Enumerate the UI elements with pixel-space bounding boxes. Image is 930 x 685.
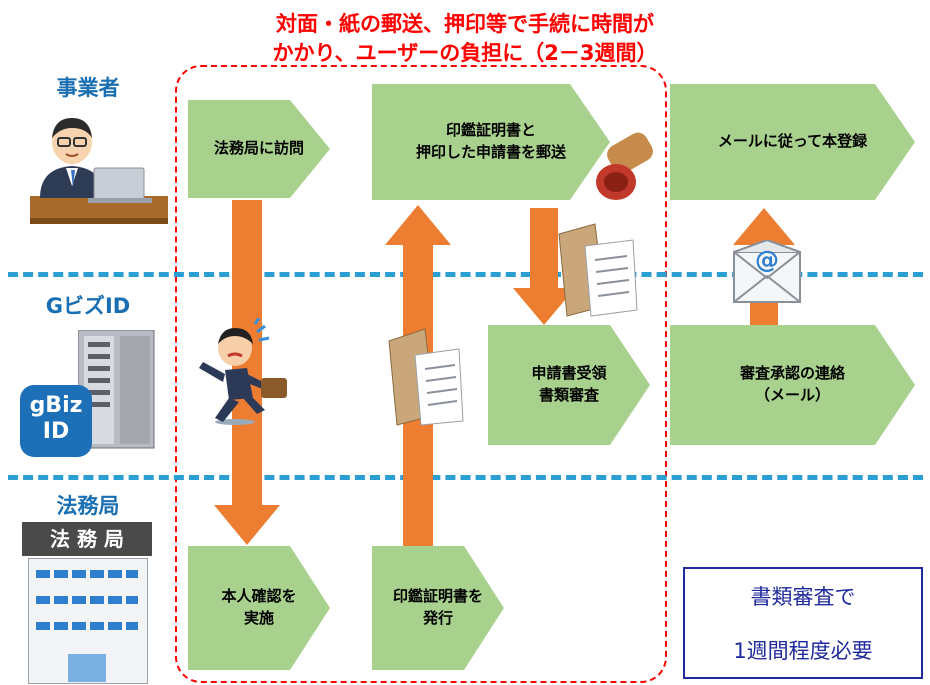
hanko-stamp-icon: [596, 132, 653, 200]
envelope-documents-icon-2: [558, 223, 638, 317]
bureau-sign: 法 務 局: [22, 522, 152, 556]
role-business-label: 事業者: [56, 76, 120, 100]
note-line1: 書類審査で: [750, 585, 856, 609]
header-line-1: 対面・紙の郵送、押印等で手続に時間が: [276, 12, 654, 36]
business-person-icon: [30, 118, 168, 224]
step-notice-line2: （メール）: [754, 386, 830, 404]
email-envelope-icon: @: [732, 240, 802, 304]
step-approval-notice: 審査承認の連絡 （メール）: [670, 325, 915, 445]
gbizid-logo-line2: ID: [42, 419, 70, 444]
step-issue-line1: 印鑑証明書を: [392, 587, 483, 606]
lane-divider-bottom: [8, 475, 923, 480]
step-mail-line2: 押印した申請書を郵送: [415, 143, 566, 161]
step-notice-line1: 審査承認の連絡: [739, 364, 845, 383]
envelope-documents-icon: [388, 328, 464, 426]
step-visit-bureau-label: 法務局に訪問: [213, 139, 304, 158]
note-line2: 1週間程度必要: [733, 639, 873, 663]
step-identity-line1: 本人確認を: [221, 587, 297, 606]
step-issue-line2: 発行: [422, 609, 453, 627]
legal-bureau-building-icon: 法 務 局: [22, 522, 152, 684]
arrow-mail-to-receive: [513, 208, 575, 325]
step-identity-line2: 実施: [243, 609, 274, 627]
running-businessman-icon: [199, 318, 287, 425]
step-receive-line2: 書類審査: [538, 386, 599, 404]
lane-divider-top: [8, 272, 923, 277]
step-receive-review: 申請書受領 書類審査: [488, 325, 650, 445]
manual-process-region: [175, 65, 667, 683]
gbizid-logo: gBiz ID: [20, 385, 92, 457]
role-legal-bureau-label: 法務局: [56, 494, 120, 518]
gbizid-logo-line1: gBiz: [29, 393, 83, 418]
step-mail-documents: 印鑑証明書と 押印した申請書を郵送: [372, 84, 610, 200]
header-line-2: かかり、ユーザーの負担に（2－3週間）: [272, 41, 658, 65]
step-mail-line1: 印鑑証明書と: [445, 121, 536, 140]
role-gbizid-label: GビズID: [45, 294, 131, 318]
step-receive-line1: 申請書受領: [531, 364, 607, 383]
email-at-symbol: @: [755, 246, 779, 274]
step-register: メールに従って本登録: [670, 84, 915, 200]
step-register-label: メールに従って本登録: [717, 132, 868, 151]
review-time-note: 書類審査で 1週間程度必要: [683, 567, 923, 679]
